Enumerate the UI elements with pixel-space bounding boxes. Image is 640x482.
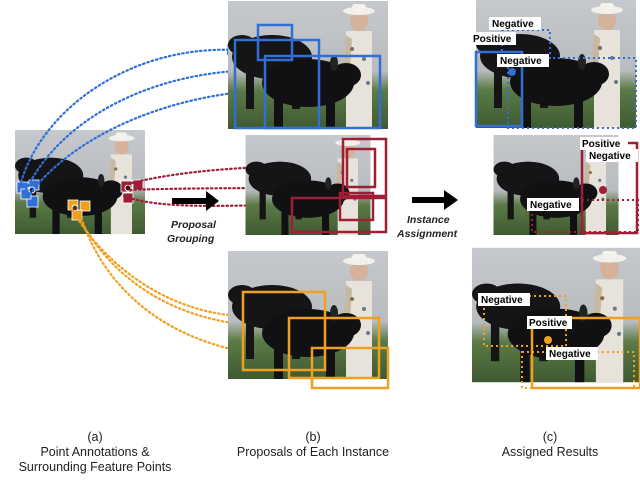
blue-negative-label: Negative xyxy=(492,19,534,30)
assignment-label-line1: Instance xyxy=(407,214,450,226)
result-orange-panel: Negative Positive Negative xyxy=(472,247,640,390)
caption-a: (a) Point Annotations & Surrounding Feat… xyxy=(0,430,190,475)
input-image-panel xyxy=(15,130,145,234)
proposal-grouping-arrow: Proposal Grouping xyxy=(167,191,219,245)
caption-b-line1: Proposals of Each Instance xyxy=(236,445,390,459)
blue-assigned-point xyxy=(508,68,516,76)
caption-c-id: (c) xyxy=(542,430,558,444)
blue-positive-label: Positive xyxy=(473,34,512,45)
instance-assignment-arrow: Instance Assignment xyxy=(396,190,458,240)
caption-c: (c) Assigned Results xyxy=(460,430,640,460)
caption-b: (b) Proposals of Each Instance xyxy=(218,430,408,460)
orange-positive-label: Positive xyxy=(529,318,568,329)
proposals-orange-panel xyxy=(228,251,390,390)
red-positive-label: Positive xyxy=(582,139,621,150)
result-blue-panel: Negative Positive Negative xyxy=(471,0,637,129)
orange-feature-box xyxy=(79,200,91,212)
proposals-blue-panel xyxy=(228,1,388,130)
caption-c-line1: Assigned Results xyxy=(501,445,599,459)
caption-b-id: (b) xyxy=(305,430,321,444)
result-red-panel: Positive Negative Negative xyxy=(493,135,639,235)
caption-a-line2: Surrounding Feature Points xyxy=(18,460,172,474)
orange-assigned-point xyxy=(544,336,552,344)
red-negative-label: Negative xyxy=(589,151,631,162)
assignment-label-line2: Assignment xyxy=(396,228,458,240)
caption-a-id: (a) xyxy=(87,430,103,444)
red-negative-label-2: Negative xyxy=(530,200,572,211)
orange-negative-label: Negative xyxy=(481,295,523,306)
grouping-label-line1: Proposal xyxy=(171,219,217,231)
blue-feature-box xyxy=(26,195,39,208)
blue-negative-label-2: Negative xyxy=(500,56,542,67)
grouping-label-line2: Grouping xyxy=(167,233,215,245)
orange-point-annotation xyxy=(71,204,79,212)
caption-a-line1: Point Annotations & xyxy=(40,445,150,459)
red-assigned-point xyxy=(599,186,607,194)
orange-negative-label-2: Negative xyxy=(549,349,591,360)
proposals-red-panel xyxy=(245,135,388,235)
